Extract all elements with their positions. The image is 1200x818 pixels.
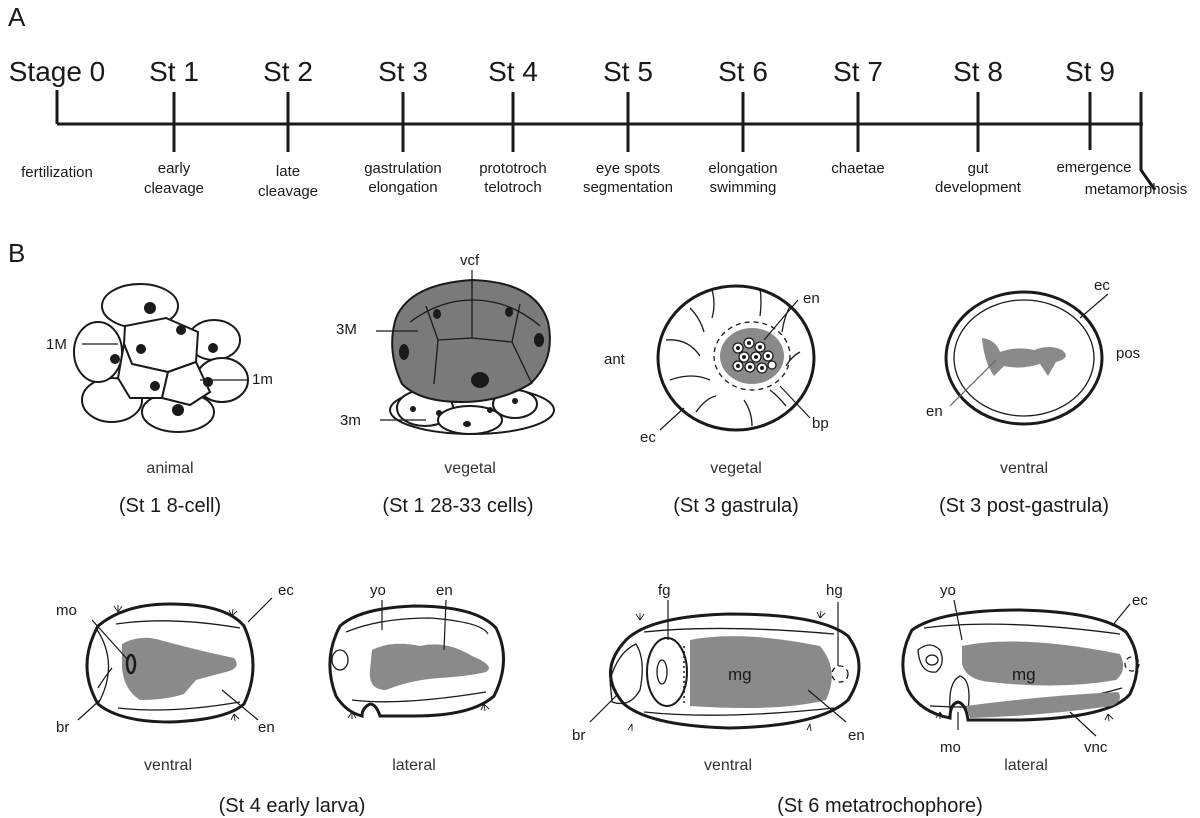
label-br: br	[56, 719, 69, 736]
view-label: ventral	[144, 757, 192, 774]
view-label: lateral	[392, 757, 436, 774]
stage-event-2: segmentation	[583, 179, 673, 196]
diagram-28-cell: vcf 3M 3m vegetal (St 1 28-33 cells)	[336, 252, 555, 517]
diagram-st6-ventral: fg hg mg br en ventral	[572, 582, 865, 774]
stage-2: St 2 late cleavage	[258, 56, 318, 200]
stage-1: St 1 early cleavage	[144, 56, 204, 197]
label-bp: bp	[812, 415, 829, 432]
label-ec: ec	[1094, 277, 1110, 294]
stage-label: St 1	[149, 56, 199, 87]
stage-caption: (St 3 post-gastrula)	[939, 495, 1109, 517]
label-1m: 1m	[252, 371, 273, 388]
stage-7: St 7 chaetae	[831, 56, 884, 177]
stage-label: St 8	[953, 56, 1003, 87]
label-ec: ec	[640, 429, 656, 446]
view-label: vegetal	[444, 460, 496, 477]
stage-event: early	[158, 160, 191, 177]
label-fg: fg	[658, 582, 671, 599]
label-mo: mo	[940, 739, 961, 756]
view-label: animal	[146, 460, 193, 477]
stage-event-2: development	[935, 179, 1022, 196]
label-vcf: vcf	[460, 252, 480, 269]
label-ec: ec	[278, 582, 294, 599]
panel-b-letter: B	[8, 238, 25, 268]
row2-caption-st4: (St 4 early larva)	[219, 795, 366, 817]
stage-event-2: cleavage	[258, 183, 318, 200]
label-yo: yo	[940, 582, 956, 599]
end-event-label: metamorphosis	[1085, 181, 1188, 198]
stage-5: St 5 eye spots segmentation	[583, 56, 673, 196]
label-3M: 3M	[336, 321, 357, 338]
stage-label: St 2	[263, 56, 313, 87]
diagram-gastrula: en ant ec bp vegetal (St 3 gastrula)	[604, 284, 829, 517]
stage-label: St 6	[718, 56, 768, 87]
timeline: Stage 0 fertilization St 1 early cleavag…	[9, 56, 1188, 200]
stage-3: St 3 gastrulation elongation	[364, 56, 442, 196]
stage-event: elongation	[708, 160, 777, 177]
label-ec: ec	[1132, 592, 1148, 609]
stage-6: St 6 elongation swimming	[708, 56, 777, 196]
diagram-post-gastrula: ec pos en ventral (St 3 post-gastrula)	[926, 277, 1140, 517]
stage-event-2: telotroch	[484, 179, 542, 196]
stage-label: St 4	[488, 56, 538, 87]
view-label: ventral	[704, 757, 752, 774]
label-ant: ant	[604, 351, 626, 368]
label-mg: mg	[1012, 665, 1036, 684]
stage-event: gut	[968, 160, 990, 177]
label-en: en	[803, 290, 820, 307]
stage-event-2: swimming	[710, 179, 777, 196]
stage-event: fertilization	[21, 164, 93, 181]
view-label: lateral	[1004, 757, 1048, 774]
label-yo: yo	[370, 582, 386, 599]
label-pos: pos	[1116, 345, 1140, 362]
stage-event: prototroch	[479, 160, 547, 177]
stage-label: St 3	[378, 56, 428, 87]
diagram-8-cell: 1M 1m animal (St 1 8-cell)	[46, 283, 273, 517]
label-en: en	[848, 727, 865, 744]
stage-label: St 7	[833, 56, 883, 87]
stage-8: St 8 gut development	[935, 56, 1022, 196]
label-3m: 3m	[340, 412, 361, 429]
stage-event: emergence	[1056, 159, 1131, 176]
stage-label: St 5	[603, 56, 653, 87]
diagram-st4-ventral: mo ec br en ventral	[56, 582, 294, 774]
label-1M: 1M	[46, 336, 67, 353]
label-en: en	[926, 403, 943, 420]
stage-event: gastrulation	[364, 160, 442, 177]
label-vnc: vnc	[1084, 739, 1108, 756]
stage-9: St 9 emergence	[1056, 56, 1131, 176]
stage-0: Stage 0 fertilization	[9, 56, 106, 181]
label-en: en	[436, 582, 453, 599]
view-label: vegetal	[710, 460, 762, 477]
stage-label: Stage 0	[9, 56, 106, 87]
stage-event-2: elongation	[368, 179, 437, 196]
diagram-st4-lateral: yo en lateral	[328, 582, 506, 774]
label-en: en	[258, 719, 275, 736]
panel-a-letter: A	[8, 2, 26, 32]
row2-caption-st6: (St 6 metatrochophore)	[777, 795, 983, 817]
stage-4: St 4 prototroch telotroch	[479, 56, 547, 196]
stage-event: eye spots	[596, 160, 660, 177]
label-br: br	[572, 727, 585, 744]
stage-event-2: cleavage	[144, 180, 204, 197]
diagram-st6-lateral: yo ec mg mo vnc lateral	[901, 582, 1148, 774]
label-mg: mg	[728, 665, 752, 684]
stage-caption: (St 1 28-33 cells)	[382, 495, 533, 517]
stage-caption: (St 3 gastrula)	[673, 495, 799, 517]
label-mo: mo	[56, 602, 77, 619]
stage-event: late	[276, 163, 300, 180]
view-label: ventral	[1000, 460, 1048, 477]
timeline-end-marker	[1139, 92, 1157, 191]
label-hg: hg	[826, 582, 843, 599]
stage-event: chaetae	[831, 160, 884, 177]
stage-caption: (St 1 8-cell)	[119, 495, 221, 517]
stage-label: St 9	[1065, 56, 1115, 87]
